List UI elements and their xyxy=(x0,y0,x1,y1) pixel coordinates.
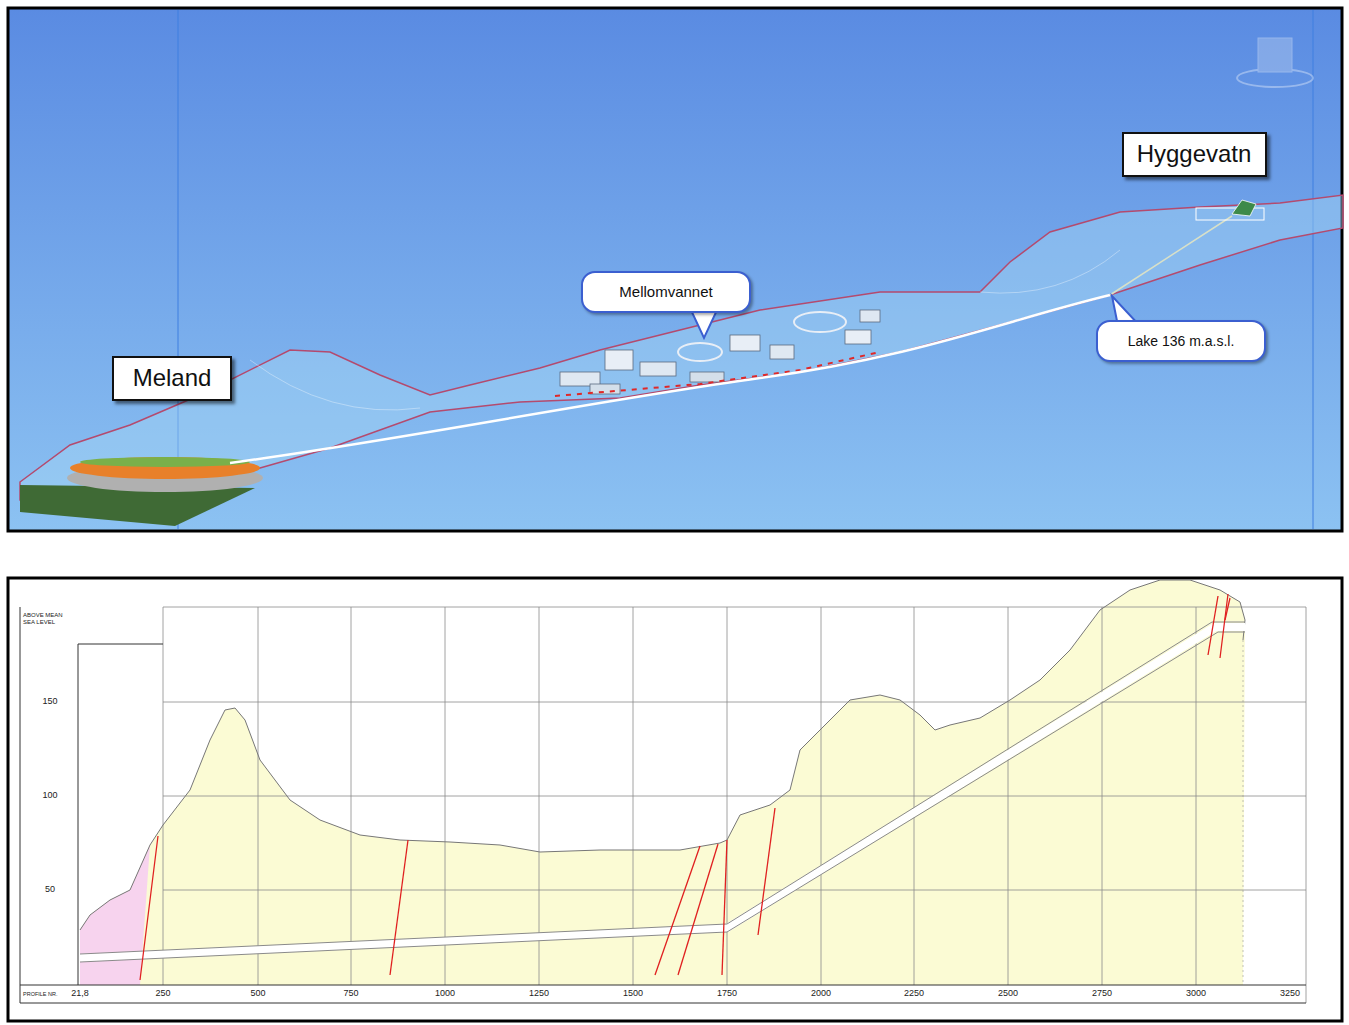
tunnel-floor xyxy=(80,632,1245,962)
grid-line xyxy=(163,890,1306,891)
quay-top xyxy=(70,457,260,479)
building xyxy=(730,335,760,351)
callout-box: Lake 136 m.a.s.l. xyxy=(1096,320,1266,362)
grid-line xyxy=(445,607,446,985)
grid-line xyxy=(163,796,1306,797)
axis-value: 3250 xyxy=(1280,989,1300,999)
contour xyxy=(250,360,420,410)
fault-line xyxy=(655,846,700,975)
contour xyxy=(980,250,1120,293)
axis-value: 3000 xyxy=(1186,989,1206,999)
tunnel-line xyxy=(230,295,1110,463)
fault-line xyxy=(1225,598,1230,620)
section-line xyxy=(1313,10,1314,529)
fault-line xyxy=(678,844,718,975)
grid-line xyxy=(163,607,164,985)
fault-line xyxy=(1220,594,1228,658)
place-label: Hyggevatn xyxy=(1122,132,1267,177)
terrain-surface xyxy=(80,580,1245,930)
axis-value: 150 xyxy=(42,697,57,707)
grid-line xyxy=(163,702,1306,703)
view-panel xyxy=(8,8,1342,531)
axis-line xyxy=(20,607,21,1003)
axis-line xyxy=(78,644,163,645)
node-text: Lake 136 m.a.s.l. xyxy=(1128,333,1235,349)
axis-value: 1000 xyxy=(435,989,455,999)
grid-line xyxy=(539,607,540,985)
axis-line xyxy=(20,1003,1306,1004)
fault-line xyxy=(758,808,775,935)
profile-end xyxy=(1243,640,1244,985)
axis-value: 50 xyxy=(45,885,55,895)
terrain-model xyxy=(20,195,1343,500)
fault-line xyxy=(390,840,408,975)
node-text: Meland xyxy=(133,364,212,392)
axis-value: 2500 xyxy=(998,989,1018,999)
axis-value: 2000 xyxy=(811,989,831,999)
building xyxy=(690,372,724,382)
view-cube xyxy=(1237,38,1313,87)
fault-line xyxy=(722,840,727,975)
cube-face xyxy=(1258,38,1292,72)
intake-structure xyxy=(1232,200,1256,216)
axis-value: 2750 xyxy=(1092,989,1112,999)
place-label: Meland xyxy=(112,356,232,401)
grid-line xyxy=(1306,607,1307,1003)
tunnel-bore xyxy=(80,627,1245,958)
fault-line xyxy=(1208,596,1218,655)
callout-box: Mellomvannet xyxy=(581,271,751,313)
grid-line xyxy=(914,607,915,985)
axis-value: 1750 xyxy=(717,989,737,999)
road xyxy=(678,343,722,361)
axis-line xyxy=(78,644,79,985)
tunnel-roof xyxy=(80,622,1245,954)
node-text: Hyggevatn xyxy=(1137,140,1252,168)
tunnel-line xyxy=(1110,216,1232,295)
axis-value: 500 xyxy=(250,989,265,999)
grid-line xyxy=(351,607,352,985)
axis-line xyxy=(20,985,1306,986)
axis-value: 21,8 xyxy=(71,989,89,999)
building xyxy=(590,384,620,394)
building xyxy=(770,345,794,359)
road xyxy=(794,312,846,332)
grid-line xyxy=(163,607,1306,608)
building xyxy=(860,310,880,322)
axis-value: 750 xyxy=(343,989,358,999)
axis-title: ABOVE MEAN SEA LEVEL xyxy=(23,612,69,625)
axis-value: 1250 xyxy=(529,989,549,999)
axis-title: PROFILE NR. xyxy=(23,991,58,997)
axis-value: 100 xyxy=(42,791,57,801)
axis-value: 250 xyxy=(155,989,170,999)
grid-line xyxy=(258,607,259,985)
fault-line xyxy=(140,836,158,980)
intake-area xyxy=(1196,208,1264,220)
node-text: Mellomvannet xyxy=(619,283,712,300)
rock-mass xyxy=(80,580,1245,985)
axis-value: 2250 xyxy=(904,989,924,999)
grid-line xyxy=(1102,607,1103,985)
grid-line xyxy=(1196,607,1197,985)
profile-panel xyxy=(8,578,1342,1021)
fault-zones xyxy=(140,594,1230,980)
grid-line xyxy=(1008,607,1009,985)
building xyxy=(845,330,871,344)
frame xyxy=(20,607,1306,1003)
building xyxy=(640,362,676,376)
building xyxy=(605,350,633,370)
axis-value: 1500 xyxy=(623,989,643,999)
quay-edge xyxy=(80,457,250,467)
grid-line xyxy=(821,607,822,985)
fault-markers xyxy=(555,352,880,396)
